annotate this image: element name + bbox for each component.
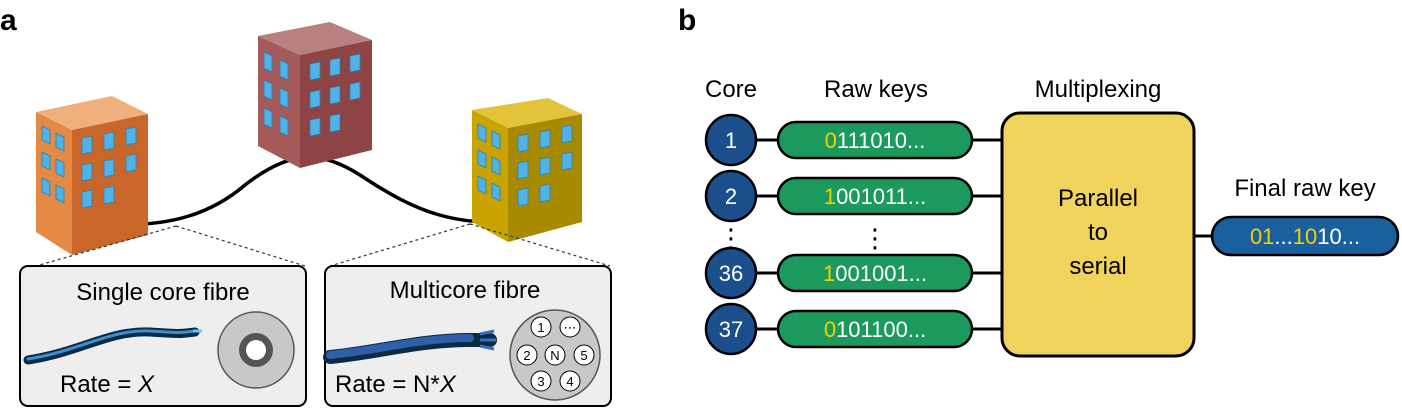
building-left-icon (36, 96, 148, 255)
final-key-bits: 01...1010... (1250, 224, 1360, 249)
final-raw-key-header: Final raw key (1234, 175, 1375, 202)
key-row: 2 1001011... (704, 169, 1002, 223)
multicore-rate: Rate = N*X (335, 371, 457, 398)
raw-key-bits: 0101100... (824, 317, 926, 342)
building-center-icon (258, 22, 372, 168)
mux-line: Parallel (1058, 185, 1138, 212)
multiplexing-header: Multiplexing (1035, 76, 1162, 103)
core-label: ⋯ (564, 320, 577, 335)
core-number: 1 (725, 128, 737, 153)
core-label: 5 (580, 348, 587, 363)
core-number: 2 (725, 184, 737, 209)
fibre-link (119, 155, 521, 227)
core-circle (704, 246, 758, 300)
multicore-box: Multicore fibre 1 ⋯ 2 N (323, 265, 612, 407)
key-row: 36 1001001... (704, 246, 1002, 300)
key-ellipsis: ⋮ (862, 223, 888, 253)
single-core-box: Single core fibre Rate = X (19, 265, 307, 407)
raw-key-pill (776, 176, 974, 216)
single-core-cross-section-icon (217, 311, 295, 389)
multiplexing-box: Parallel to serial (1000, 111, 1196, 358)
final-raw-key-pill: 01...1010... (1210, 215, 1400, 257)
core-circle (704, 113, 758, 167)
raw-key-pill (776, 120, 974, 160)
core-circle (704, 169, 758, 223)
callout-lines (35, 223, 611, 267)
single-core-rate: Rate = X (60, 371, 155, 398)
key-row: 37 0101100... (704, 302, 1002, 356)
multicore-fibre-icon (323, 329, 497, 364)
building-right-icon (472, 98, 582, 242)
multicore-cross-section-icon: 1 ⋯ 2 N 5 3 4 (509, 309, 601, 401)
core-number: 37 (719, 317, 743, 342)
multicore-title: Multicore fibre (390, 277, 541, 304)
raw-key-pill (776, 309, 974, 349)
raw-key-bits: 1001011... (824, 184, 926, 209)
core-label: 4 (566, 374, 573, 389)
single-core-title: Single core fibre (76, 279, 249, 306)
core-label: 3 (537, 374, 544, 389)
panel-b-label: b (678, 4, 696, 37)
panel-a-label: a (0, 4, 17, 37)
core-label: 2 (523, 348, 530, 363)
core-circle (704, 302, 758, 356)
core-label: 1 (537, 320, 544, 335)
core-header: Core (705, 76, 757, 103)
mux-line: to (1088, 219, 1108, 246)
key-row: 1 0111010... (704, 113, 1002, 167)
single-fibre-icon (23, 327, 202, 365)
raw-keys-header: Raw keys (824, 76, 928, 103)
raw-key-bits: 0111010... (825, 128, 926, 153)
core-number: 36 (719, 261, 743, 286)
raw-key-bits: 1001001... (823, 261, 927, 286)
raw-key-pill (776, 253, 974, 293)
core-label: N (550, 348, 559, 363)
mux-line: serial (1069, 253, 1126, 280)
